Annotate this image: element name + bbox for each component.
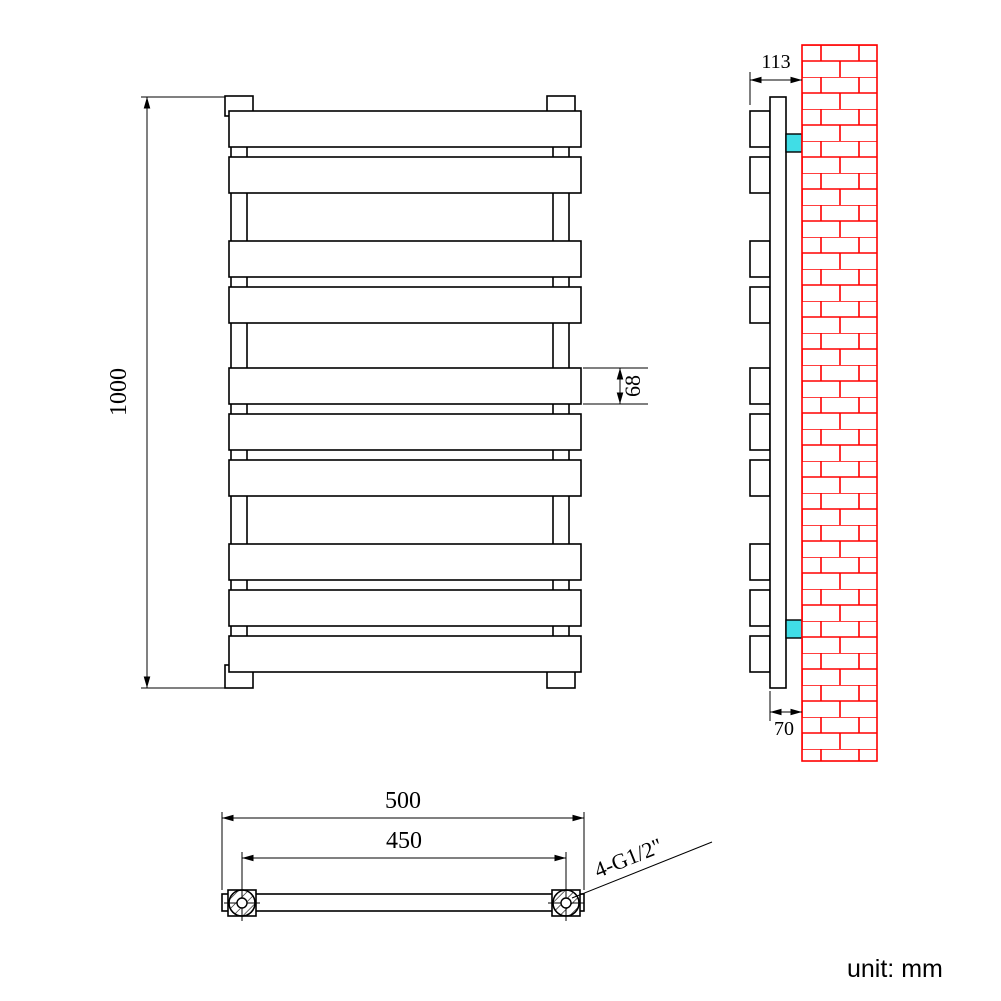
dimension-wall-offset: 70: [769, 691, 802, 740]
brick-wall: [801, 44, 878, 762]
dimension-bar-height: 68: [583, 367, 648, 405]
side-tube-profile: [769, 96, 787, 689]
radiator-panel: [228, 156, 582, 194]
dimension-label-height: 1000: [106, 368, 132, 416]
bottom-rail: [221, 893, 585, 912]
panel-end: [749, 589, 771, 627]
connection-callout: 4-G1/2": [571, 833, 713, 899]
side-view: [749, 44, 878, 762]
radiator-panel: [228, 286, 582, 324]
valve-right: [548, 885, 584, 921]
panel-end: [749, 413, 771, 451]
dimension-label-overall-width: 500: [385, 788, 421, 814]
panel-end: [749, 635, 771, 673]
dimension-depth: 113: [749, 51, 802, 105]
dimension-overall-width: 500: [221, 788, 585, 890]
radiator-panel: [228, 589, 582, 627]
radiator-panel: [228, 367, 582, 405]
dimension-label-wall-offset: 70: [774, 718, 794, 740]
dimension-label-bar-height: 68: [620, 375, 645, 397]
panel-end: [749, 459, 771, 497]
radiator-panel: [228, 459, 582, 497]
bottom-view: [221, 885, 585, 921]
radiator-panel: [228, 413, 582, 451]
radiator-panel: [228, 240, 582, 278]
panel-end: [749, 156, 771, 194]
dimension-height: 1000: [106, 96, 225, 689]
dimension-label-pipe-spacing: 450: [386, 828, 422, 854]
panel-end: [749, 367, 771, 405]
front-view: [224, 95, 582, 689]
dimension-label-depth: 113: [761, 51, 790, 73]
dimension-pipe-spacing: 450: [241, 828, 567, 887]
wall-bracket-bottom: [785, 619, 803, 639]
panel-end: [749, 286, 771, 324]
leader-line: [571, 841, 713, 899]
panel-end: [749, 110, 771, 148]
radiator-panel: [228, 635, 582, 673]
wall-bracket-top: [785, 133, 803, 153]
valve-inner-circle: [236, 897, 248, 909]
radiator-panel: [228, 543, 582, 581]
radiator-panel: [228, 110, 582, 148]
valve-left: [224, 885, 260, 921]
valve-inner-circle: [560, 897, 572, 909]
panel-end: [749, 543, 771, 581]
unit-label: unit: mm: [847, 955, 943, 983]
panel-end: [749, 240, 771, 278]
